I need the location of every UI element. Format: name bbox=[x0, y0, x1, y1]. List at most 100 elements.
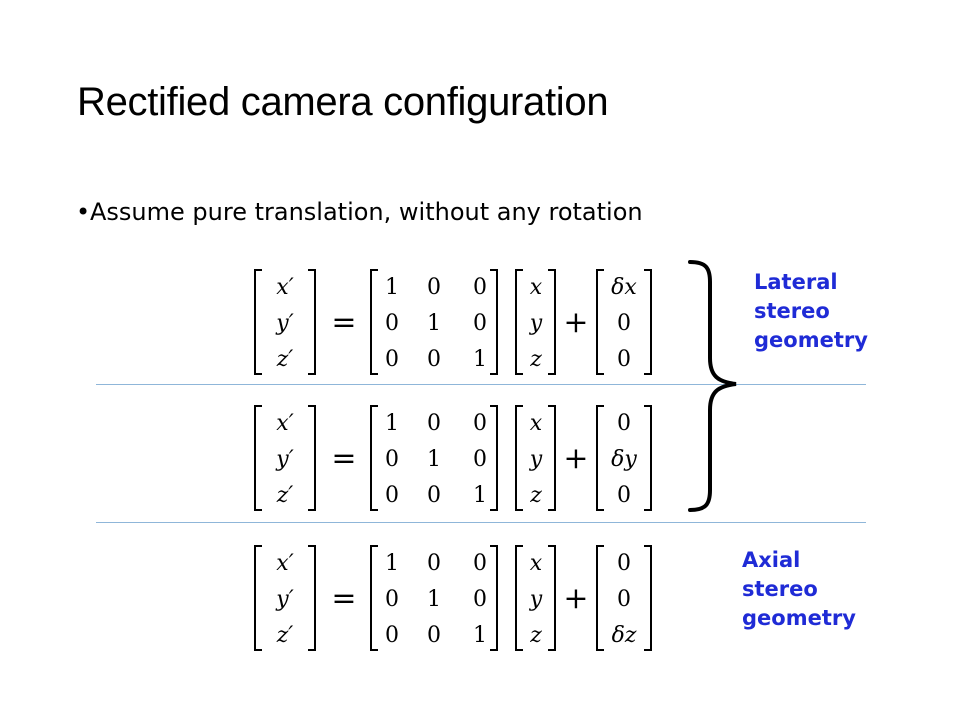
translation-y: δy bbox=[611, 447, 637, 472]
vec-x: x bbox=[530, 275, 543, 300]
label-line: geometry bbox=[742, 606, 856, 630]
bracket bbox=[308, 269, 316, 375]
matrix-cell: 0 bbox=[473, 551, 487, 576]
bracket bbox=[515, 545, 523, 651]
bracket bbox=[370, 545, 378, 651]
bracket bbox=[548, 545, 556, 651]
translation-x: δx bbox=[611, 275, 637, 300]
matrix-cell: 0 bbox=[473, 311, 487, 336]
matrix-cell: 1 bbox=[473, 623, 487, 648]
matrix-cell: 0 bbox=[385, 347, 399, 372]
matrix-cell: 1 bbox=[427, 311, 441, 336]
matrix-cell: 1 bbox=[385, 411, 399, 436]
bracket bbox=[644, 545, 652, 651]
slide-title: Rectified camera configuration bbox=[77, 80, 609, 124]
matrix-cell: 0 bbox=[385, 587, 399, 612]
bracket bbox=[548, 269, 556, 375]
vec-y: y bbox=[529, 447, 543, 472]
bracket bbox=[644, 405, 652, 511]
translation-x: 0 bbox=[617, 411, 631, 436]
equals-sign: = bbox=[331, 581, 356, 616]
lhs-z: z′ bbox=[276, 347, 294, 372]
matrix-cell: 1 bbox=[427, 447, 441, 472]
matrix-cell: 0 bbox=[427, 411, 441, 436]
lhs-y: y′ bbox=[275, 447, 293, 472]
bracket bbox=[370, 269, 378, 375]
matrix-cell: 0 bbox=[385, 447, 399, 472]
bullet-text: Assume pure translation, without any rot… bbox=[90, 198, 643, 226]
matrix-cell: 0 bbox=[385, 623, 399, 648]
bracket bbox=[548, 405, 556, 511]
matrix-cell: 0 bbox=[427, 551, 441, 576]
matrix-cell: 0 bbox=[385, 311, 399, 336]
matrix-cell: 0 bbox=[473, 275, 487, 300]
matrix-cell: 0 bbox=[473, 587, 487, 612]
vec-y: y bbox=[529, 311, 543, 336]
axial-stereo-label: Axial stereo geometry bbox=[742, 546, 856, 633]
lateral-stereo-label: Lateral stereo geometry bbox=[754, 268, 868, 355]
label-line: Lateral bbox=[754, 270, 838, 294]
bracket bbox=[515, 269, 523, 375]
bracket bbox=[596, 269, 604, 375]
bracket bbox=[596, 545, 604, 651]
matrix-cell: 1 bbox=[473, 347, 487, 372]
equation-lateral-x: x′ y′ z′ = 1 0 0 0 1 0 0 0 1 x y z + δx … bbox=[254, 269, 652, 375]
bullet-item: •Assume pure translation, without any ro… bbox=[76, 198, 643, 226]
lhs-y: y′ bbox=[275, 311, 293, 336]
translation-x: 0 bbox=[617, 551, 631, 576]
lhs-z: z′ bbox=[276, 623, 294, 648]
bracket bbox=[490, 545, 498, 651]
vec-z: z bbox=[529, 623, 542, 648]
matrix-cell: 0 bbox=[427, 483, 441, 508]
label-line: Axial bbox=[742, 548, 801, 572]
plus-sign: + bbox=[563, 581, 588, 616]
vec-x: x bbox=[530, 551, 543, 576]
vec-z: z bbox=[529, 483, 542, 508]
label-line: stereo bbox=[754, 299, 830, 323]
lhs-z: z′ bbox=[276, 483, 294, 508]
translation-z: 0 bbox=[617, 347, 631, 372]
bracket bbox=[370, 405, 378, 511]
bracket bbox=[254, 405, 262, 511]
matrix-cell: 1 bbox=[473, 483, 487, 508]
bracket bbox=[308, 545, 316, 651]
separator-line bbox=[96, 384, 866, 385]
vec-y: y bbox=[529, 587, 543, 612]
lhs-y: y′ bbox=[275, 587, 293, 612]
translation-y: 0 bbox=[617, 311, 631, 336]
translation-z: 0 bbox=[617, 483, 631, 508]
translation-z: δz bbox=[612, 623, 637, 648]
bracket bbox=[490, 269, 498, 375]
matrix-cell: 0 bbox=[427, 623, 441, 648]
bracket bbox=[644, 269, 652, 375]
matrix-cell: 0 bbox=[427, 275, 441, 300]
matrix-cell: 0 bbox=[473, 411, 487, 436]
matrix-cell: 1 bbox=[385, 275, 399, 300]
label-line: geometry bbox=[754, 328, 868, 352]
matrix-cell: 1 bbox=[427, 587, 441, 612]
vec-x: x bbox=[530, 411, 543, 436]
plus-sign: + bbox=[563, 305, 588, 340]
bracket bbox=[254, 545, 262, 651]
bracket bbox=[515, 405, 523, 511]
separator-line bbox=[96, 522, 866, 523]
bracket bbox=[490, 405, 498, 511]
grouping-brace bbox=[688, 260, 737, 512]
matrix-cell: 0 bbox=[385, 483, 399, 508]
equals-sign: = bbox=[331, 441, 356, 476]
matrix-cell: 0 bbox=[473, 447, 487, 472]
equation-lateral-y: x′ y′ z′ = 1 0 0 0 1 0 0 0 1 x y z + 0 δ… bbox=[254, 405, 652, 511]
lhs-x: x′ bbox=[276, 551, 293, 576]
equation-axial-z: x′ y′ z′ = 1 0 0 0 1 0 0 0 1 x y z + 0 0… bbox=[254, 545, 652, 651]
translation-y: 0 bbox=[617, 587, 631, 612]
lhs-x: x′ bbox=[276, 275, 293, 300]
matrix-cell: 1 bbox=[385, 551, 399, 576]
bracket bbox=[596, 405, 604, 511]
plus-sign: + bbox=[563, 441, 588, 476]
bullet-dot: • bbox=[76, 198, 91, 226]
vec-z: z bbox=[529, 347, 542, 372]
equals-sign: = bbox=[331, 305, 356, 340]
matrix-cell: 0 bbox=[427, 347, 441, 372]
label-line: stereo bbox=[742, 577, 818, 601]
lhs-x: x′ bbox=[276, 411, 293, 436]
